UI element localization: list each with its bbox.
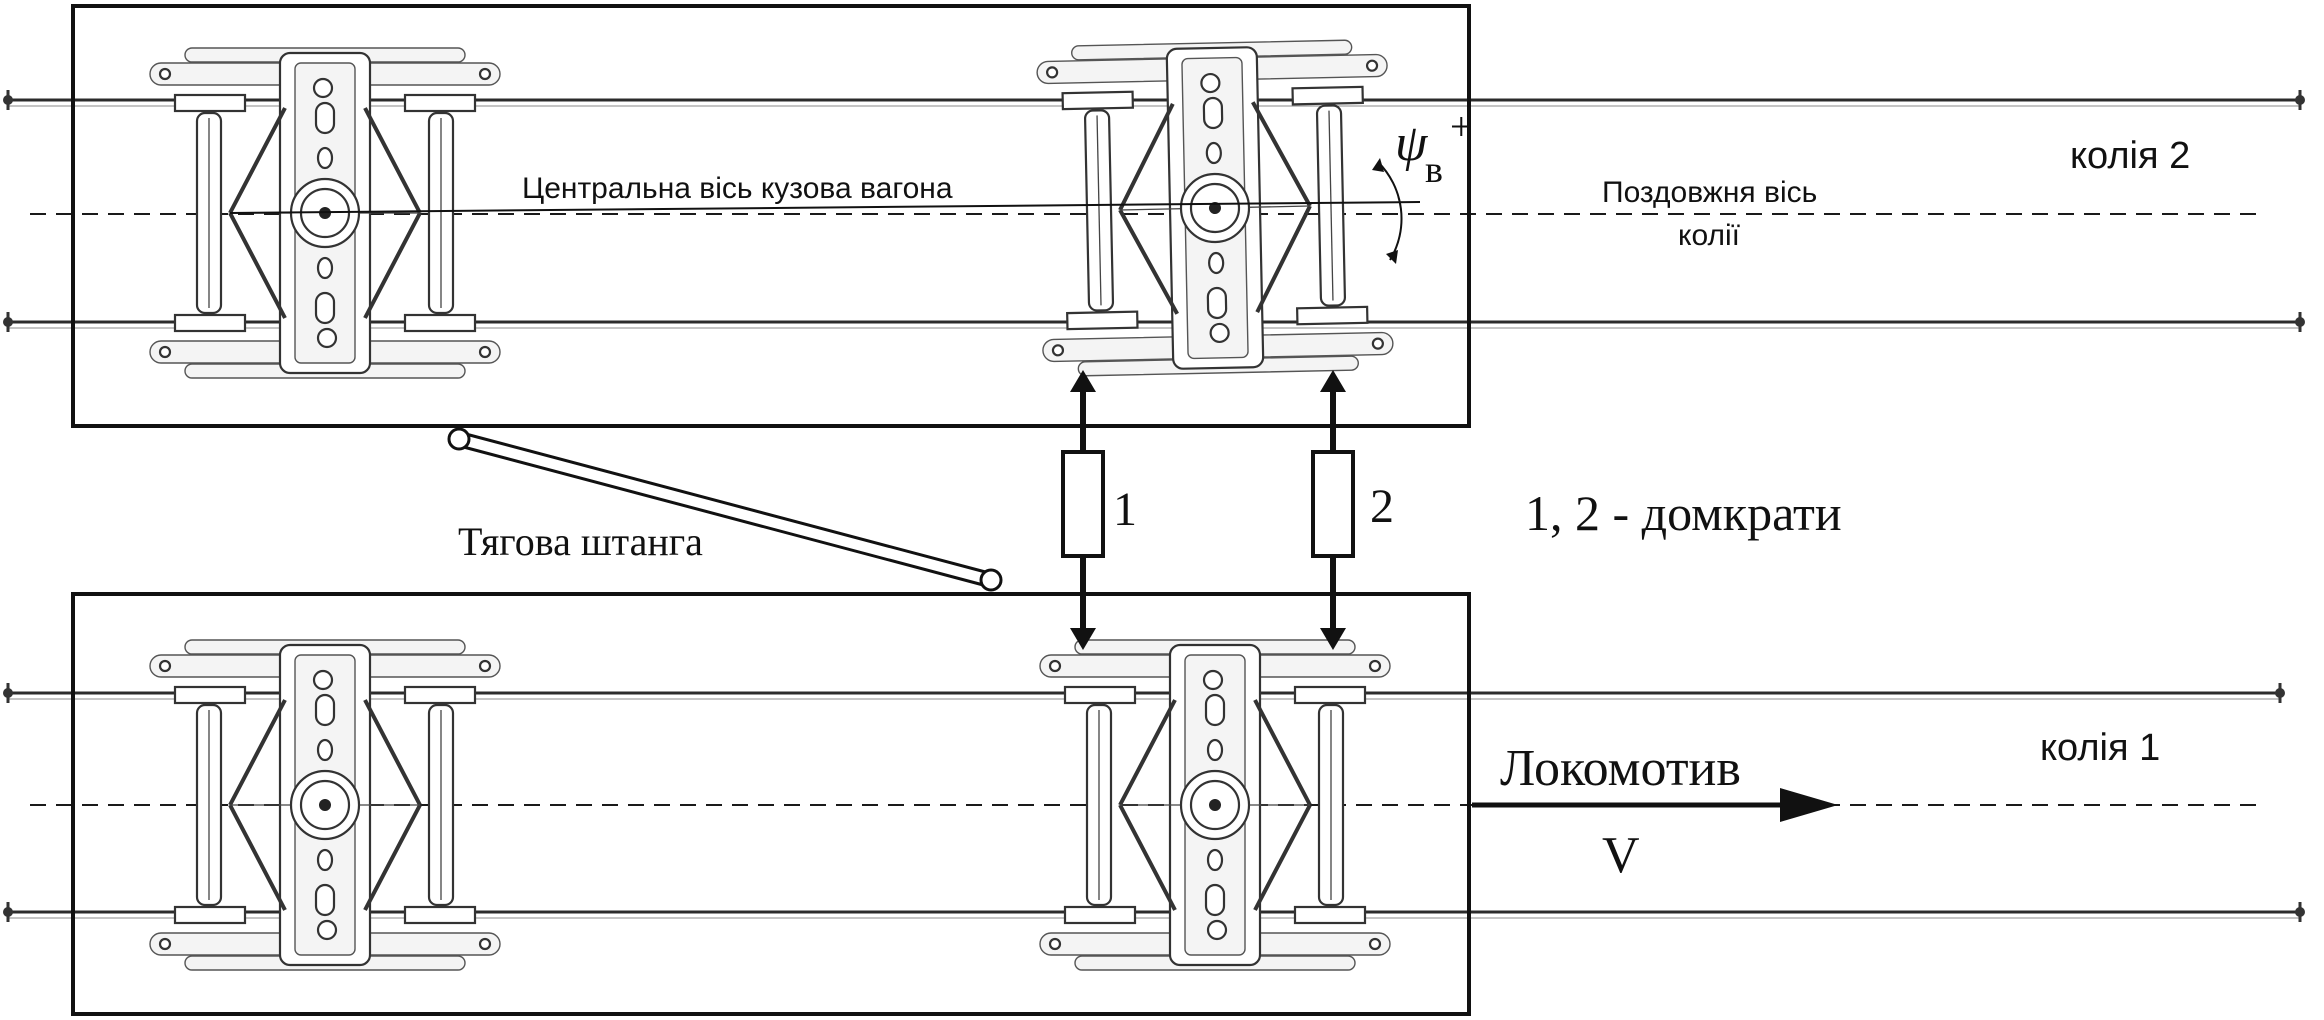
bogie-rear-track-2: [1034, 37, 1396, 379]
track-2: [1, 88, 2307, 334]
draw-bar-joint: [979, 568, 1003, 592]
rail-end-bolt: [2293, 900, 2307, 924]
central-axis-label: Центральна вісь кузова вагона: [522, 172, 953, 205]
rail-end-bolt: [1, 681, 15, 705]
angle-arrow-top: [1372, 158, 1384, 172]
bogie-rear-track-1: [1038, 638, 1392, 972]
jack-1-arrow-up-icon: [1070, 370, 1096, 392]
angle-arrow-bottom: [1386, 250, 1398, 264]
jack-1-label: 1: [1113, 483, 1137, 536]
jack-2-body: [1311, 450, 1355, 558]
jack-1-arrow-down-icon: [1070, 628, 1096, 650]
locomotive-arrow-icon: [1780, 788, 1838, 822]
car-body-central-axis: [229, 201, 1421, 214]
track-2-label: колія 2: [2070, 135, 2190, 177]
rail-end-bolt: [2293, 88, 2307, 112]
psi-symbol: ψ: [1395, 115, 1429, 172]
track-axis-label-line2: колії: [1678, 219, 1741, 252]
track-1-label: колія 1: [2040, 727, 2160, 769]
draw-bar: [447, 427, 1003, 592]
jack-1-body: [1061, 450, 1105, 558]
velocity-label: V: [1602, 827, 1640, 884]
wagon-body-track-1: [71, 592, 1471, 1016]
rail-end-bolt: [1, 310, 15, 334]
draw-bar-joint: [447, 427, 471, 451]
rail-end-bolt: [1, 88, 15, 112]
wagon-body-track-2: [71, 4, 1471, 428]
jack-2: [1311, 370, 1355, 650]
jack-2-arrow-down-icon: [1320, 628, 1346, 650]
bogie-front-track-1: [148, 638, 502, 972]
track-axis-label-line1: Поздовжня вісь: [1602, 176, 1817, 209]
jacks-legend: 1, 2 - домкрати: [1525, 485, 1842, 541]
angle-arc: [1377, 161, 1403, 261]
jack-1: [1061, 370, 1105, 650]
rail-end-bolt: [2273, 681, 2287, 705]
draw-bar-label: Тягова штанга: [458, 519, 703, 564]
psi-subscript: в: [1425, 149, 1443, 191]
jack-2-label: 2: [1370, 480, 1394, 533]
rail-end-bolt: [1, 900, 15, 924]
locomotive-label: Локомотив: [1500, 740, 1741, 797]
jack-2-arrow-up-icon: [1320, 370, 1346, 392]
psi-superscript: +: [1450, 104, 1473, 149]
rail-end-bolt: [2293, 310, 2307, 334]
